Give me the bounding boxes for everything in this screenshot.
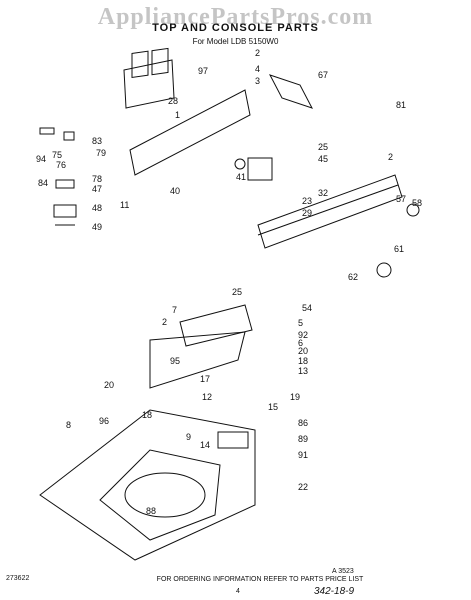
- callout-2: 2: [255, 48, 261, 58]
- callout-78: 78: [92, 174, 103, 184]
- callout-41: 41: [236, 172, 247, 182]
- callout-54: 54: [302, 303, 313, 313]
- control-rail-part: [257, 174, 403, 249]
- callout-18: 18: [298, 356, 309, 366]
- callout-9: 9: [186, 432, 192, 442]
- panel-window-right: [151, 47, 169, 76]
- model-line: For Model LDB 5150W0: [192, 37, 279, 46]
- handwritten-note: 342-18-9: [314, 586, 355, 597]
- callout-92: 92: [298, 330, 309, 340]
- callout-57: 57: [396, 194, 407, 204]
- callout-97: 97: [198, 66, 209, 76]
- watermark: AppliancePartsPros.com: [97, 4, 374, 30]
- callout-11: 11: [120, 200, 130, 210]
- callout-8: 8: [66, 420, 72, 430]
- timer-part: [247, 157, 273, 181]
- callout-89: 89: [298, 434, 309, 444]
- callout-88: 88: [146, 506, 157, 516]
- tub-ring: [124, 472, 206, 518]
- switch-block-part: [217, 431, 249, 449]
- callout-84: 84: [38, 178, 49, 188]
- knob-part: [234, 158, 246, 170]
- callout-45: 45: [318, 154, 329, 164]
- top-panel-part: [39, 409, 256, 561]
- footer-code-right: A 3523: [332, 568, 354, 575]
- console-panel-part: [123, 59, 175, 109]
- callout-5: 5: [298, 318, 304, 328]
- callout-14: 14: [200, 440, 211, 450]
- callout-49: 49: [92, 222, 103, 232]
- callout-13: 13: [298, 366, 309, 376]
- callout-91: 91: [298, 450, 309, 460]
- callout-29: 29: [302, 208, 313, 218]
- callout-20: 20: [298, 346, 309, 356]
- callout-94: 94: [36, 154, 47, 164]
- top-opening: [99, 449, 221, 541]
- callout-20: 20: [104, 380, 115, 390]
- callout-81: 81: [396, 100, 407, 110]
- callout-17: 17: [200, 374, 211, 384]
- knob-61-part: [376, 262, 392, 278]
- callout-86: 86: [298, 418, 309, 428]
- callout-2: 2: [162, 317, 168, 327]
- part-83: [63, 131, 75, 141]
- callout-47: 47: [92, 184, 103, 194]
- lid-frame-part: [179, 304, 253, 347]
- callout-3: 3: [255, 76, 261, 86]
- callout-1: 1: [175, 110, 181, 120]
- callout-22: 22: [298, 482, 309, 492]
- callout-19: 19: [290, 392, 301, 402]
- part-48: [53, 204, 77, 218]
- bracket-part: [268, 74, 314, 109]
- hinge-frame-part: [149, 331, 246, 389]
- callout-28: 28: [168, 96, 179, 106]
- footer-note: FOR ORDERING INFORMATION REFER TO PARTS …: [156, 576, 364, 583]
- callout-23: 23: [302, 196, 313, 206]
- panel-window-left: [131, 50, 149, 79]
- callout-18: 18: [142, 410, 153, 420]
- callout-7: 7: [172, 305, 178, 315]
- callout-15: 15: [268, 402, 279, 412]
- footer-code-left: 273622: [6, 575, 30, 582]
- callout-79: 79: [96, 148, 107, 158]
- callout-4: 4: [255, 64, 261, 74]
- rail-edge: [257, 184, 399, 236]
- callout-96: 96: [99, 416, 110, 426]
- callout-62: 62: [348, 272, 359, 282]
- callout-25: 25: [318, 142, 329, 152]
- callout-83: 83: [92, 136, 103, 146]
- callout-32: 32: [318, 188, 329, 198]
- callout-12: 12: [202, 392, 213, 402]
- callout-75: 75: [52, 150, 63, 160]
- callout-67: 67: [318, 70, 329, 80]
- part-94: [39, 127, 55, 135]
- callout-48: 48: [92, 203, 103, 213]
- callout-95: 95: [170, 356, 181, 366]
- callout-58: 58: [412, 198, 423, 208]
- page-number: 4: [236, 588, 240, 595]
- knob-58-part: [406, 203, 420, 217]
- callout-40: 40: [170, 186, 181, 196]
- callout-61: 61: [394, 244, 405, 254]
- part-47: [55, 179, 75, 189]
- callout-6: 6: [298, 338, 304, 348]
- console-trim-part: [129, 89, 251, 176]
- callout-25: 25: [232, 287, 243, 297]
- callout-76: 76: [56, 160, 67, 170]
- callout-2: 2: [388, 152, 394, 162]
- diagram-title: TOP AND CONSOLE PARTS: [152, 22, 319, 34]
